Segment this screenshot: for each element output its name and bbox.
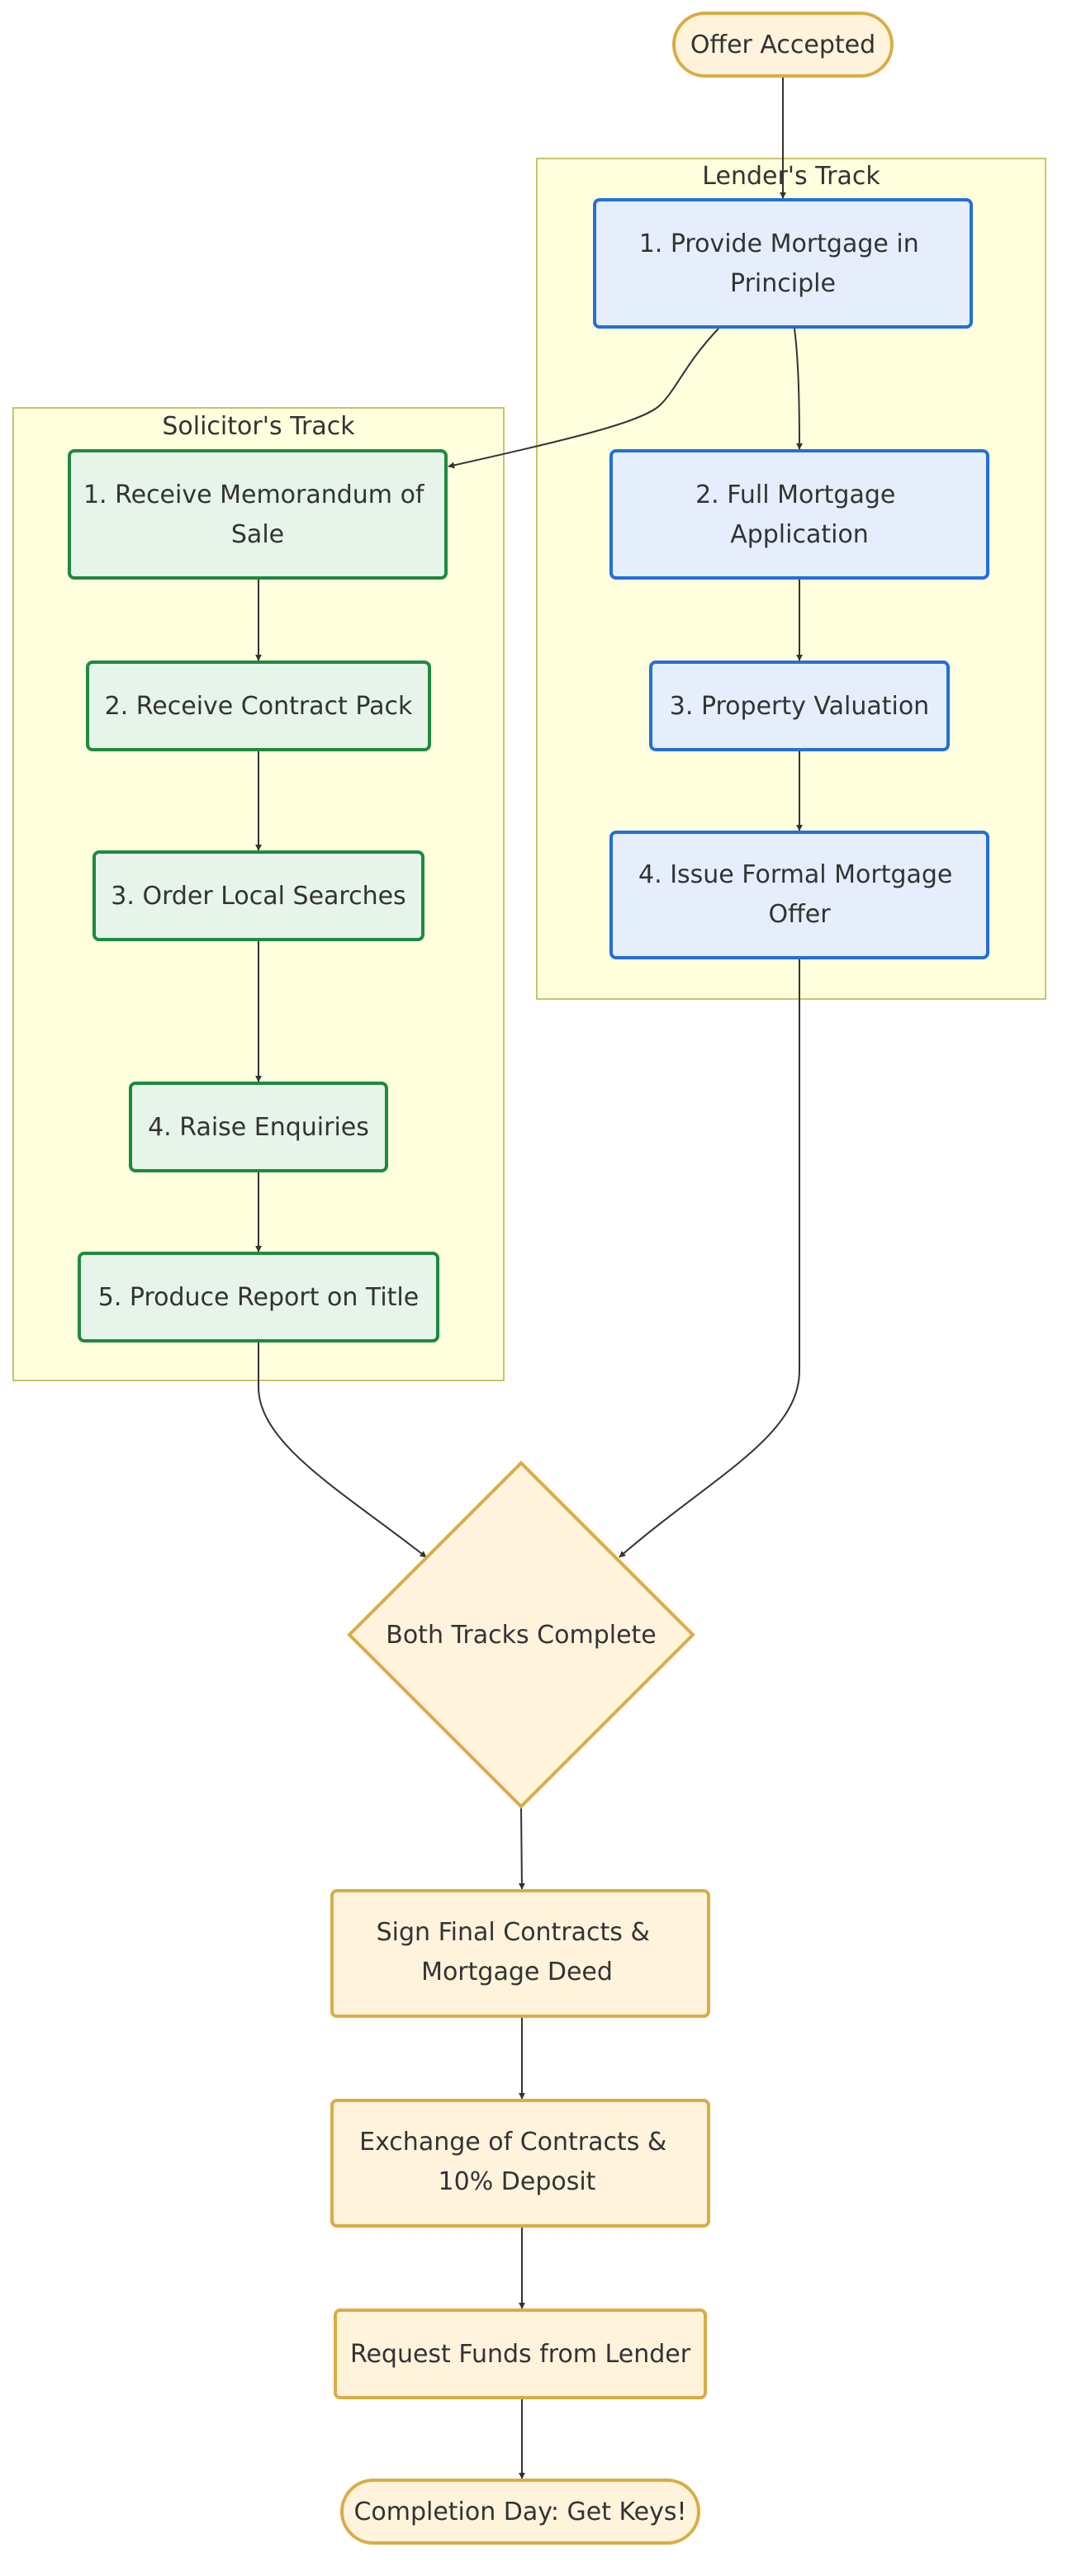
solicitor-step-4-label: 4. Raise Enquiries [148,1113,369,1142]
edge-both-complete-to-sign [518,1806,525,1890]
request-funds-label: Request Funds from Lender [350,2340,691,2369]
lender-step-3-label: 3. Property Valuation [670,692,929,721]
solicitor-step-3-label: 3. Order Local Searches [111,882,405,911]
lender-step-4-shape [609,831,989,959]
request-funds-node: Request Funds from Lender [334,2308,707,2399]
edge-principle-to-memorandum [448,328,719,469]
exchange-contracts-label: Exchange of Contracts & 10% Deposit [359,2128,675,2196]
edge-formal-offer-to-both-complete [619,958,800,1558]
lender-step-1-node: 1. Provide Mortgage in Principle [593,198,973,329]
solicitor-step-5-node: 5. Produce Report on Title [78,1252,439,1342]
edges [255,76,803,2479]
solicitor-step-4-node: 4. Raise Enquiries [129,1082,388,1172]
lender-step-4-label: 4. Issue Formal Mortgage Offer [638,860,960,929]
solicitor-step-2-shape [86,661,431,751]
request-funds-shape [334,2308,707,2399]
edge-report-to-both-complete [258,1341,427,1558]
exchange-contracts-shape [330,2099,710,2228]
both-tracks-complete-diamond [347,1461,695,1809]
sign-contracts-node: Sign Final Contracts & Mortgage Deed [330,1889,710,2018]
solicitor-step-5-label: 5. Produce Report on Title [98,1283,419,1312]
solicitor-step-2-node: 2. Receive Contract Pack [86,661,431,751]
solicitor-step-1-node: 1. Receive Memorandum of Sale [68,449,448,580]
solicitor-step-3-shape [92,850,424,941]
lender-step-2-label: 2. Full Mortgage Application [695,481,903,549]
offer-accepted-node: Offer Accepted [672,12,894,78]
solicitor-step-4-shape [129,1082,388,1172]
both-tracks-complete-node: Both Tracks Complete [347,1461,695,1809]
edge-principle-to-full-application [794,328,803,450]
solicitor-step-5-shape [78,1252,439,1342]
solicitor-step-1-shape [68,449,448,580]
lender-step-3-shape [649,661,950,751]
lender-step-2-shape [609,449,989,580]
lender-step-1-label: 1. Provide Mortgage in Principle [639,230,927,298]
lender-step-3-node: 3. Property Valuation [649,661,950,751]
lender-step-1-shape [593,198,973,329]
lender-step-2-node: 2. Full Mortgage Application [609,449,989,580]
exchange-contracts-node: Exchange of Contracts & 10% Deposit [330,2099,710,2228]
completion-day-node: Completion Day: Get Keys! [340,2479,700,2545]
solicitor-track-title: Solicitor's Track [162,412,355,441]
nodes: Offer Accepted 1. Provide Mortgage in Pr… [68,12,989,2545]
sign-contracts-label: Sign Final Contracts & Mortgage Deed [377,1918,658,1986]
solicitor-step-2-label: 2. Receive Contract Pack [105,692,413,721]
lender-step-4-node: 4. Issue Formal Mortgage Offer [609,831,989,959]
completion-day-label: Completion Day: Get Keys! [353,2498,686,2526]
offer-accepted-label: Offer Accepted [690,31,875,59]
sign-contracts-shape [330,1889,710,2018]
solicitor-step-1-label: 1. Receive Memorandum of Sale [83,481,432,549]
lender-track-title: Lender's Track [702,162,880,191]
solicitor-step-3-node: 3. Order Local Searches [92,850,424,941]
completion-day-shape [340,2479,700,2545]
both-tracks-complete-label: Both Tracks Complete [386,1621,657,1650]
offer-accepted-shape [672,12,894,78]
